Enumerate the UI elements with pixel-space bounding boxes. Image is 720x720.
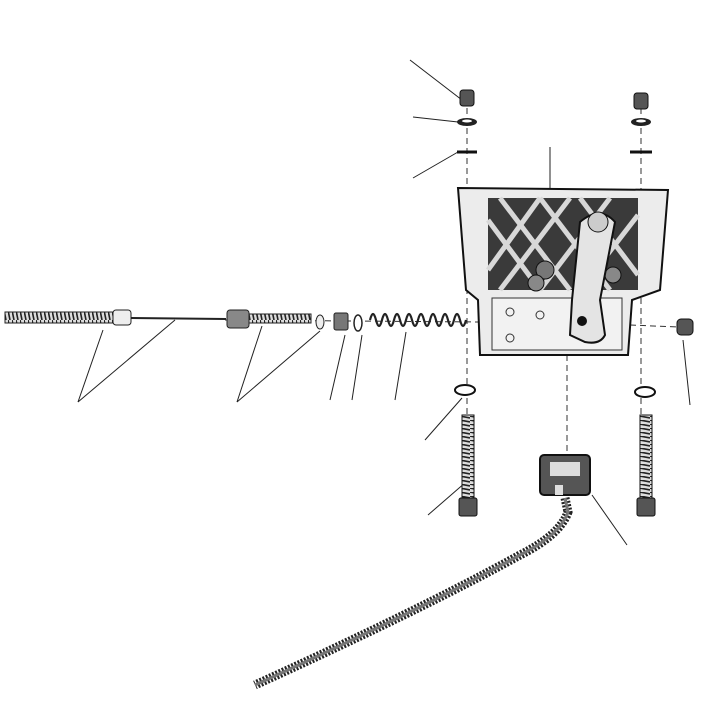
top-left-fasteners: [457, 89, 477, 154]
cable-adjuster: [226, 309, 312, 329]
throttle-cable: [4, 309, 227, 326]
throttle-lever: [568, 211, 617, 344]
adjuster-nut: [333, 312, 349, 331]
top-right-fasteners: [630, 92, 652, 154]
right-nut: [676, 318, 694, 336]
return-spring: [368, 312, 468, 328]
bottom-left-bolt: [454, 384, 478, 517]
pedal-housing: [456, 186, 670, 356]
sensor-connector: [539, 454, 591, 496]
lock-washer: [353, 314, 363, 332]
bottom-right-bolt: [634, 386, 656, 517]
leader-lines: [77, 59, 691, 546]
small-washer: [315, 314, 325, 330]
wiring-harness: [253, 497, 573, 690]
